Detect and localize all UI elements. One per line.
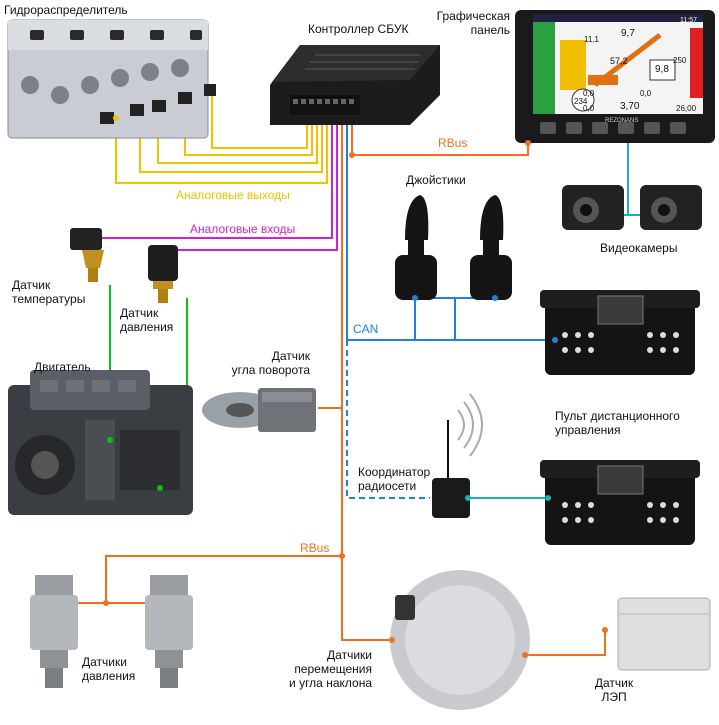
hydro-distributor-label: Гидрораспределитель — [4, 3, 128, 17]
cameras-label: Видеокамеры — [600, 241, 678, 255]
rotation-sensor-device — [202, 388, 316, 432]
panel-value-gauge: 234 — [574, 97, 588, 106]
lep-sensor-device — [617, 597, 711, 671]
controller-device — [270, 45, 440, 125]
displacement-sensor-device — [390, 570, 530, 710]
connection-dots — [103, 115, 608, 658]
hydro-distributor-device — [7, 19, 216, 139]
camera-1-device — [562, 185, 624, 230]
can-bus-label: CAN — [353, 322, 379, 336]
panel-value-boom: 9,7 — [621, 28, 635, 39]
engine-label: Двигатель — [34, 360, 91, 374]
panel-clock: 11:57 — [680, 17, 697, 24]
remote-control-2-device — [540, 460, 700, 545]
pressure-sensors-label: Датчики давления — [82, 655, 136, 683]
rbus-wires — [70, 118, 606, 656]
camera-2-device — [640, 185, 702, 230]
graphic-panel-label: Графическая панель — [436, 9, 510, 37]
rbus-top-label: RBus — [438, 136, 468, 150]
lep-sensor-label: Датчик ЛЭП — [594, 676, 634, 704]
pressure-sensor-label: Датчик давления — [120, 306, 174, 334]
temperature-sensor-device — [70, 228, 104, 282]
joysticks-label: Джойстики — [406, 173, 466, 187]
radio-coordinator-device — [432, 393, 483, 518]
remote-control-1-device — [540, 290, 700, 375]
temperature-sensor-label: Датчик температуры — [12, 278, 86, 306]
panel-value-d: 26,00 — [676, 104, 697, 113]
graphic-panel-device — [515, 10, 715, 143]
analog-inputs-label: Аналоговые входы — [190, 222, 296, 236]
displacement-sensor-label: Датчики перемещения и угла наклона — [289, 648, 372, 690]
pressure-sensors-bottom-device — [30, 575, 193, 688]
panel-value-f: 0,0 — [583, 104, 595, 113]
panel-value-e: 11,1 — [584, 35, 599, 44]
analog-outputs-label: Аналоговые выходы — [176, 188, 290, 202]
panel-value-b: 0,0 — [640, 89, 652, 98]
rotation-sensor-label: Датчик угла поворота — [231, 349, 310, 377]
engine-device — [8, 370, 193, 515]
panel-value-a: 0,0 — [583, 89, 595, 98]
panel-value-load: 9,8 — [655, 64, 669, 75]
analog-input-wires — [82, 118, 338, 251]
remote-control-label: Пульт дистанционного управления — [555, 409, 680, 437]
pressure-sensor-1-device — [148, 245, 178, 303]
panel-value-angle: 57,2 — [610, 56, 628, 66]
controller-label: Контроллер СБУК — [308, 22, 409, 36]
rbus-bottom-label: RBus — [300, 541, 330, 555]
radio-coordinator-label: Координатор радиосети — [358, 465, 431, 493]
joystick-left-device — [395, 195, 437, 300]
panel-value-c: 3,70 — [620, 101, 640, 112]
panel-value-limit: 250 — [673, 56, 687, 65]
panel-brand: REZONANS — [605, 118, 639, 124]
joystick-right-device — [470, 195, 512, 300]
